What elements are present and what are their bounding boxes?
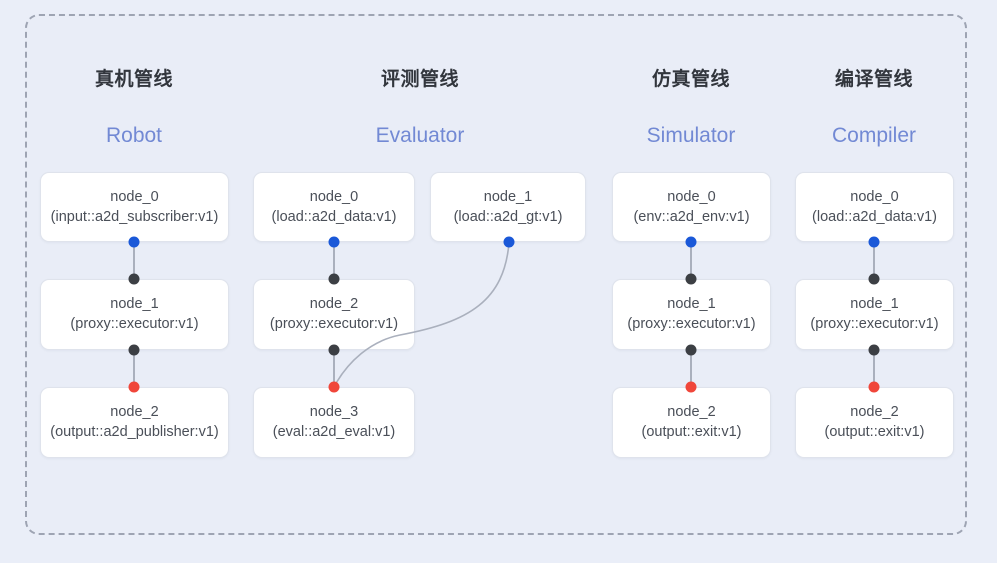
node-title: node_2 [309, 296, 359, 312]
node-evaluator-1[interactable]: node_1 (load::a2d_gt:v1) [430, 172, 586, 242]
node-title: node_2 [667, 404, 716, 420]
node-subtitle: (load::a2d_gt:v1) [453, 208, 563, 225]
port-output-robot-0[interactable] [128, 236, 140, 248]
column-heading-en-simulator: Simulator [646, 124, 736, 147]
node-title: node_2 [110, 404, 159, 420]
node-title: node_0 [667, 188, 716, 205]
port-input-evaluator-2[interactable] [328, 273, 340, 285]
node-title: node_0 [850, 188, 899, 205]
node-subtitle: (load::a2d_data:v1) [271, 208, 397, 225]
node-compiler-2[interactable]: node_2 (output::exit:v1) [795, 387, 954, 458]
port-input-robot-2[interactable] [128, 381, 140, 393]
column-heading-en-evaluator: Evaluator [375, 124, 465, 147]
node-subtitle: (input::a2d_subscriber:v1) [50, 208, 219, 225]
port-output-simulator-0[interactable] [685, 236, 697, 248]
node-subtitle: (env::a2d_env:v1) [633, 208, 750, 225]
node-subtitle: (proxy::executor:v1) [810, 316, 939, 332]
node-title: node_1 [483, 188, 533, 205]
node-simulator-0[interactable]: node_0 (env::a2d_env:v1) [612, 172, 771, 242]
node-title: node_1 [667, 296, 716, 312]
port-output-robot-1[interactable] [128, 344, 140, 356]
node-simulator-2[interactable]: node_2 (output::exit:v1) [612, 387, 771, 458]
node-subtitle: (proxy::executor:v1) [269, 316, 399, 332]
edge-evaluator-2-3 [333, 350, 335, 387]
node-robot-2[interactable]: node_2 (output::a2d_publisher:v1) [40, 387, 229, 458]
node-compiler-1[interactable]: node_1 (proxy::executor:v1) [795, 279, 954, 350]
node-subtitle: (proxy::executor:v1) [70, 316, 199, 332]
port-output-evaluator-0[interactable] [328, 236, 340, 248]
edge-compiler-1-2 [873, 350, 875, 387]
column-heading-en-compiler: Compiler [831, 124, 917, 147]
edge-simulator-1-2 [690, 350, 692, 387]
node-subtitle: (output::a2d_publisher:v1) [50, 424, 219, 440]
edge-evaluator-0-2 [333, 242, 335, 279]
node-simulator-1[interactable]: node_1 (proxy::executor:v1) [612, 279, 771, 350]
port-output-evaluator-1[interactable] [503, 236, 515, 248]
port-input-evaluator-3[interactable] [328, 381, 340, 393]
port-input-simulator-2[interactable] [685, 381, 697, 393]
port-output-compiler-0[interactable] [868, 236, 880, 248]
edge-robot-0-1 [133, 242, 135, 279]
node-title: node_1 [850, 296, 899, 312]
node-subtitle: (output::exit:v1) [824, 424, 925, 440]
node-evaluator-2[interactable]: node_2 (proxy::executor:v1) [253, 279, 415, 350]
port-input-compiler-1[interactable] [868, 273, 880, 285]
port-output-simulator-1[interactable] [685, 344, 697, 356]
port-input-compiler-2[interactable] [868, 381, 880, 393]
node-subtitle: (proxy::executor:v1) [627, 316, 756, 332]
node-evaluator-3[interactable]: node_3 (eval::a2d_eval:v1) [253, 387, 415, 458]
node-title: node_3 [309, 404, 359, 420]
node-subtitle: (eval::a2d_eval:v1) [272, 424, 396, 440]
node-title: node_0 [309, 188, 359, 205]
edge-robot-1-2 [133, 350, 135, 387]
port-input-simulator-1[interactable] [685, 273, 697, 285]
node-evaluator-0[interactable]: node_0 (load::a2d_data:v1) [253, 172, 415, 242]
port-output-evaluator-2[interactable] [328, 344, 340, 356]
column-heading-en-robot: Robot [105, 124, 163, 147]
column-heading-cn-robot: 真机管线 [94, 69, 174, 90]
port-output-compiler-1[interactable] [868, 344, 880, 356]
port-input-robot-1[interactable] [128, 273, 140, 285]
node-subtitle: (load::a2d_data:v1) [812, 208, 937, 225]
node-robot-0[interactable]: node_0 (input::a2d_subscriber:v1) [40, 172, 229, 242]
node-subtitle: (output::exit:v1) [641, 424, 742, 440]
node-title: node_1 [110, 296, 159, 312]
node-title: node_2 [850, 404, 899, 420]
node-compiler-0[interactable]: node_0 (load::a2d_data:v1) [795, 172, 954, 242]
column-heading-cn-compiler: 编译管线 [834, 69, 914, 90]
node-robot-1[interactable]: node_1 (proxy::executor:v1) [40, 279, 229, 350]
edge-simulator-0-1 [690, 242, 692, 279]
column-heading-cn-evaluator: 评测管线 [380, 69, 460, 90]
column-heading-cn-simulator: 仿真管线 [651, 69, 731, 90]
edge-compiler-0-1 [873, 242, 875, 279]
node-title: node_0 [110, 188, 159, 205]
